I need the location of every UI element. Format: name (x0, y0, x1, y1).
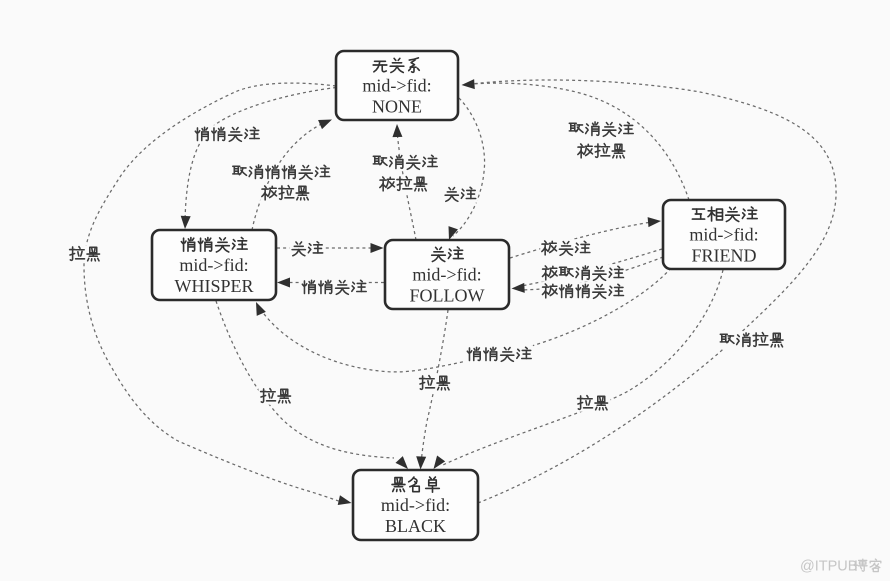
svg-text:mid->fid:: mid->fid: (689, 225, 758, 245)
svg-text:@ITPUB: @ITPUB (800, 559, 857, 575)
svg-text:BLACK: BLACK (385, 516, 446, 536)
svg-text:mid->fid:: mid->fid: (381, 495, 450, 515)
svg-text:mid->fid:: mid->fid: (362, 76, 431, 96)
svg-text:WHISPER: WHISPER (174, 276, 253, 296)
svg-text:FOLLOW: FOLLOW (410, 286, 485, 306)
svg-text:mid->fid:: mid->fid: (412, 265, 481, 285)
svg-text:mid->fid:: mid->fid: (179, 255, 248, 275)
svg-text:NONE: NONE (372, 97, 422, 117)
svg-text:FRIEND: FRIEND (691, 246, 756, 266)
